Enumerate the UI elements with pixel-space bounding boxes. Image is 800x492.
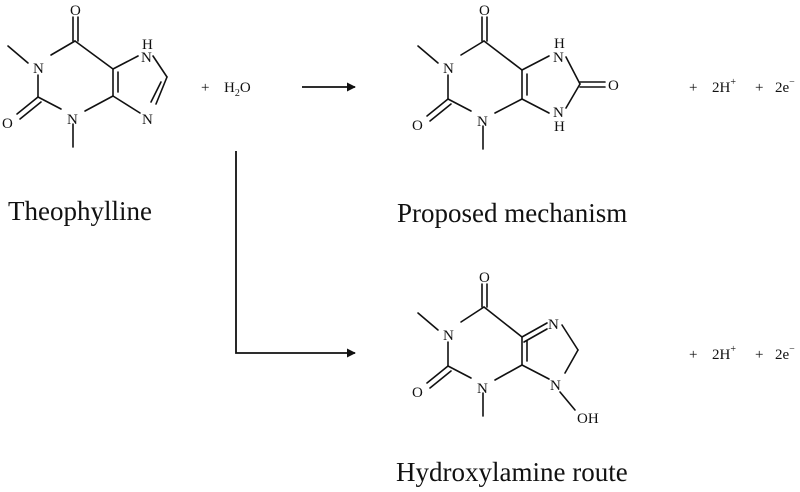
hydroxylamine-product-bonds bbox=[417, 283, 579, 417]
top-proton-coefficient: 2H bbox=[712, 80, 731, 96]
top-electron-charge: − bbox=[789, 77, 795, 88]
water-formula: H2O bbox=[224, 80, 251, 99]
proposed-hydrogen-7: H bbox=[554, 36, 565, 52]
hydroxylamine-route-caption: Hydroxylamine route bbox=[396, 457, 628, 487]
proposed-oxygen-6: O bbox=[479, 3, 490, 19]
hydroxylamine-product-structure: O N N O N N OH bbox=[412, 270, 599, 427]
top-plus-sign-1: + bbox=[689, 80, 697, 96]
theophylline-nitrogen-3: N bbox=[67, 112, 78, 128]
bottom-electron-charge: − bbox=[789, 344, 795, 355]
hydroxylamine-hydroxyl: OH bbox=[577, 411, 599, 427]
hydroxylamine-nitrogen-7: N bbox=[548, 317, 559, 333]
proposed-hydrogen-9: H bbox=[554, 119, 565, 135]
theophylline-nitrogen-7: N bbox=[141, 50, 152, 66]
water-plus-sign: + bbox=[201, 80, 209, 96]
hydroxylamine-nitrogen-1: N bbox=[443, 328, 454, 344]
theophylline-structure: O H N N O N N bbox=[2, 3, 168, 148]
bottom-plus-sign-1: + bbox=[689, 347, 697, 363]
proposed-product-structure: O H N O N O N N H bbox=[412, 3, 619, 150]
theophylline-bonds bbox=[7, 16, 168, 148]
water-subscript: 2 bbox=[235, 88, 240, 99]
proposed-nitrogen-9: N bbox=[553, 105, 564, 121]
bottom-plus-sign-2: + bbox=[755, 347, 763, 363]
bottom-proton-coefficient: 2H bbox=[712, 347, 731, 363]
theophylline-hydrogen-7: H bbox=[142, 37, 153, 53]
top-protons: 2H+ bbox=[712, 77, 736, 96]
proposed-oxygen-8: O bbox=[608, 78, 619, 94]
bottom-electrons: 2e− bbox=[775, 344, 795, 363]
top-electrons: 2e− bbox=[775, 77, 795, 96]
hydroxylamine-oxygen-6: O bbox=[479, 270, 490, 286]
theophylline-oxygen-2: O bbox=[2, 116, 13, 132]
bottom-electron-coefficient: 2e bbox=[775, 347, 790, 363]
theophylline-oxygen-6: O bbox=[70, 3, 81, 19]
water-oxygen: O bbox=[240, 80, 251, 96]
proposed-mechanism-caption: Proposed mechanism bbox=[397, 198, 627, 228]
proposed-product-bonds bbox=[417, 16, 606, 150]
hydroxylamine-oxygen-2: O bbox=[412, 385, 423, 401]
proposed-nitrogen-3: N bbox=[477, 114, 488, 130]
theophylline-nitrogen-9: N bbox=[142, 112, 153, 128]
top-proton-charge: + bbox=[730, 77, 736, 88]
bottom-reaction-arrow bbox=[235, 151, 356, 358]
proposed-oxygen-2: O bbox=[412, 118, 423, 134]
proposed-nitrogen-7: N bbox=[553, 50, 564, 66]
bottom-protons: 2H+ bbox=[712, 344, 736, 363]
hydroxylamine-nitrogen-3: N bbox=[477, 381, 488, 397]
hydroxylamine-nitrogen-9: N bbox=[550, 378, 561, 394]
top-electron-coefficient: 2e bbox=[775, 80, 790, 96]
theophylline-caption: Theophylline bbox=[8, 196, 152, 226]
theophylline-nitrogen-1: N bbox=[33, 61, 44, 77]
water-hydrogen: H bbox=[224, 80, 235, 96]
proposed-nitrogen-1: N bbox=[443, 61, 454, 77]
bottom-proton-charge: + bbox=[730, 344, 736, 355]
top-plus-sign-2: + bbox=[755, 80, 763, 96]
